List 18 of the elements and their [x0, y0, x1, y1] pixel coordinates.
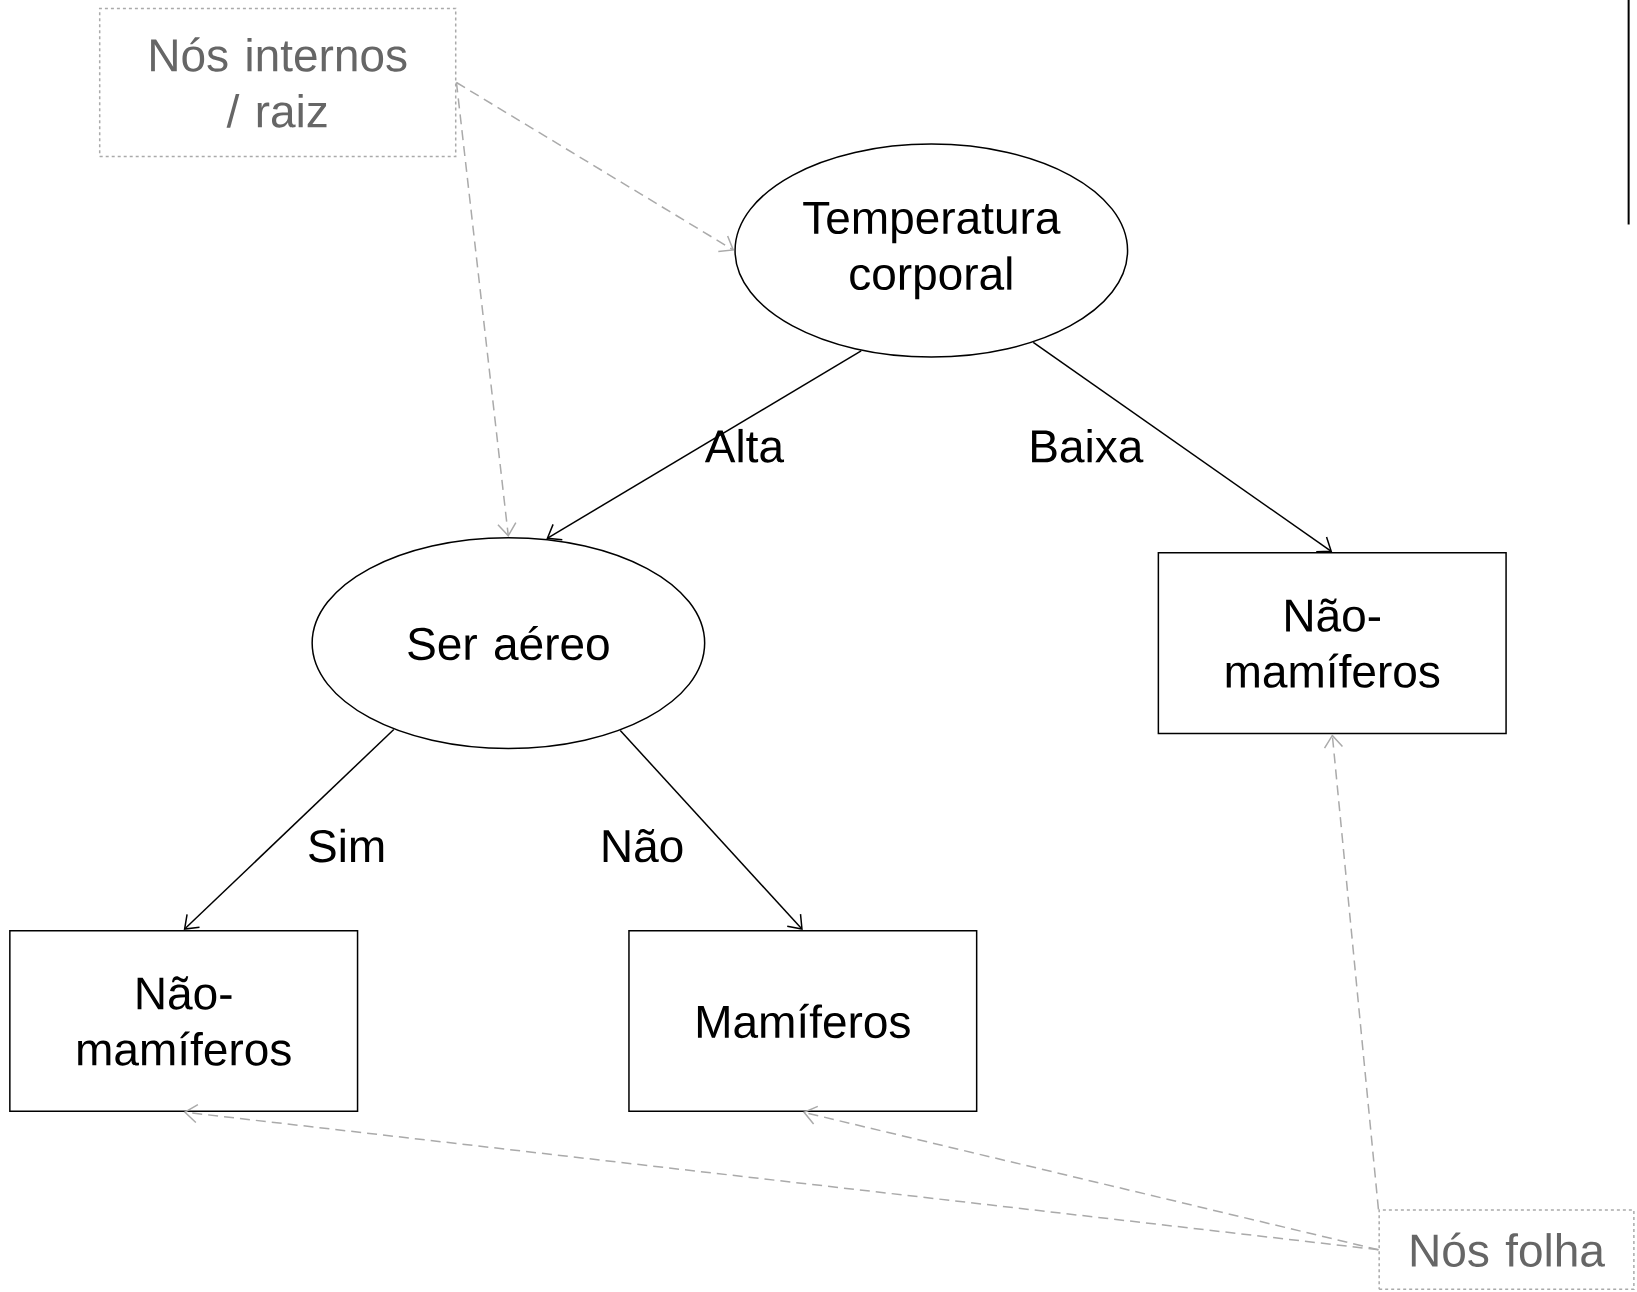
edge-label: Sim	[309, 828, 384, 863]
leaf-box: Mamíferos	[628, 929, 978, 1113]
arrow	[619, 729, 803, 930]
leaf-box: Não-mamíferos	[1157, 552, 1507, 735]
leaf-box: Não-mamíferos	[9, 929, 359, 1113]
leader-line	[455, 81, 517, 537]
edge-label: Não	[603, 828, 683, 863]
edge-label: Alta	[704, 428, 785, 463]
leader-line	[455, 81, 735, 253]
edge-label: Baixa	[1032, 428, 1144, 463]
leader-line	[1323, 734, 1380, 1211]
arrow	[1032, 341, 1333, 553]
callout-box: Nós internos / raiz	[98, 7, 457, 158]
leader-line	[183, 1103, 1380, 1251]
arrow	[546, 350, 862, 541]
leader-line	[802, 1105, 1380, 1251]
callout-box: Nós folha	[1378, 1209, 1635, 1291]
arrow	[183, 728, 395, 930]
